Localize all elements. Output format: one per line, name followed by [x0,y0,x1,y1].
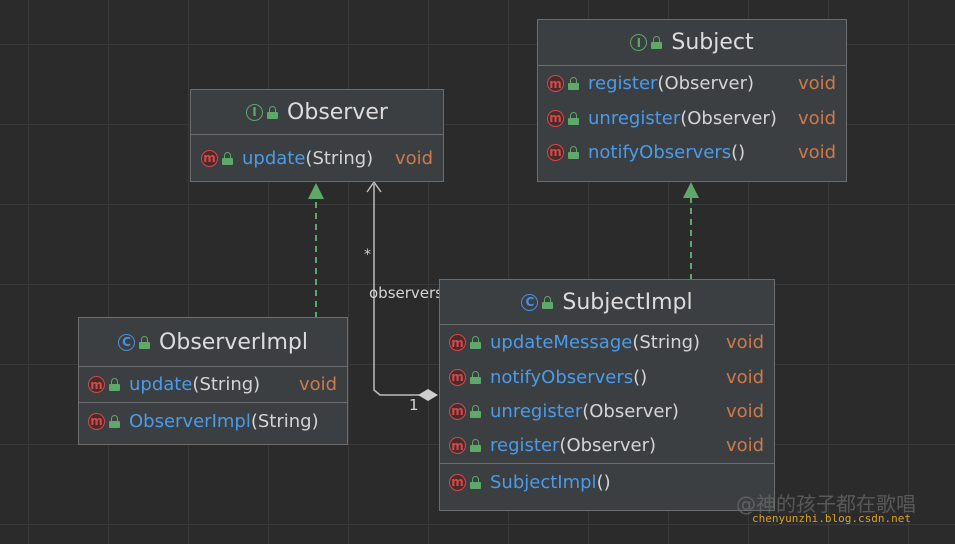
role-label: observers [369,284,443,302]
method-icon: m [449,334,466,351]
observer-method-update[interactable]: m update (String) void [191,135,443,181]
constructor-name: ObserverImpl [129,410,251,432]
method-return-type: void [726,366,765,388]
method-icon: m [547,75,564,92]
method-return-type: void [798,73,837,94]
method-return-type: void [395,147,434,169]
method-icon: m [449,368,466,386]
method-icon: m [88,412,105,430]
method-name: updateMessage [490,332,633,353]
observer-title: Observer [287,99,388,125]
method-name: unregister [490,400,583,422]
public-lock-icon [470,439,481,452]
subject-interface-box[interactable]: I Subject m register (Observer) void m u… [537,19,847,182]
public-lock-icon [651,36,663,49]
public-lock-icon [109,414,120,428]
method-icon: m [449,402,466,420]
public-lock-icon [470,475,481,489]
observer-interface-box[interactable]: I Observer m update (String) void [190,89,444,182]
subjectimpl-method-unregister[interactable]: m unregister (Observer) void [440,394,774,428]
public-lock-icon [568,145,579,159]
watermark-author: @神的孩子都在歌唱 [736,492,916,516]
method-name: update [242,147,306,169]
observerimpl-method-update[interactable]: m update (String) void [79,367,347,402]
method-icon: m [547,143,564,161]
subjectimpl-constructor[interactable]: m SubjectImpl () [440,463,774,500]
method-params: (Observer) [582,400,679,422]
realization-arrowhead-subject [683,182,699,198]
observerimpl-header: C ObserverImpl [79,318,347,367]
public-lock-icon [470,404,481,418]
method-return-type: void [299,374,338,395]
method-return-type: void [798,141,837,163]
public-lock-icon [568,111,579,125]
subjectimpl-method-notifyobservers[interactable]: m notifyObservers () void [440,360,774,394]
method-icon: m [547,109,564,127]
method-name: register [588,73,658,94]
constructor-params: (String) [250,410,319,432]
public-lock-icon [470,336,481,349]
public-lock-icon [139,335,151,349]
method-params: (Observer) [559,435,657,456]
constructor-params: () [596,471,611,493]
subject-method-notifyobservers[interactable]: m notifyObservers () void [538,135,846,169]
watermark-url: chenyunzhi.blog.csdn.net [752,512,911,525]
method-params: (String) [192,374,261,395]
method-return-type: void [726,435,765,456]
method-params: (String) [305,147,374,169]
method-name: register [490,435,560,456]
observerimpl-title: ObserverImpl [159,329,308,355]
method-name: update [129,374,193,395]
method-icon: m [449,473,466,491]
method-return-type: void [726,400,765,422]
public-lock-icon [109,378,120,391]
method-return-type: void [798,107,837,129]
observer-header: I Observer [191,90,443,135]
method-params: () [731,141,746,163]
method-params: (String) [632,332,701,353]
subject-title: Subject [671,30,754,55]
observerimpl-constructor[interactable]: m ObserverImpl (String) [79,402,347,439]
realization-arrowhead-observer [308,183,324,199]
interface-icon: I [630,34,648,51]
subjectimpl-class-box[interactable]: C SubjectImpl m updateMessage (String) v… [439,279,775,511]
composition-line [373,184,420,396]
composition-diamond [418,389,438,401]
subject-header: I Subject [538,20,846,66]
subject-method-unregister[interactable]: m unregister (Observer) void [538,101,846,135]
class-icon: C [118,333,136,351]
method-icon: m [201,149,218,167]
observerimpl-class-box[interactable]: C ObserverImpl m update (String) void m … [78,317,348,445]
multiplicity-target: * [364,247,371,263]
constructor-name: SubjectImpl [490,471,597,493]
multiplicity-source: 1 [409,396,419,414]
method-name: unregister [588,107,681,129]
public-lock-icon [267,105,279,119]
method-params: () [633,366,648,388]
subjectimpl-method-updatemessage[interactable]: m updateMessage (String) void [440,325,774,360]
method-name: notifyObservers [588,141,732,163]
method-icon: m [88,376,105,393]
class-icon: C [521,293,539,311]
subject-method-register[interactable]: m register (Observer) void [538,66,846,101]
method-return-type: void [726,332,765,353]
association-arrowhead [366,180,382,193]
method-params: (Observer) [680,107,777,129]
interface-icon: I [246,103,264,121]
subjectimpl-header: C SubjectImpl [440,280,774,325]
subjectimpl-title: SubjectImpl [562,289,693,315]
subjectimpl-method-register[interactable]: m register (Observer) void [440,428,774,463]
method-params: (Observer) [657,73,755,94]
public-lock-icon [568,77,579,90]
public-lock-icon [470,370,481,384]
public-lock-icon [222,151,233,165]
method-icon: m [449,437,466,454]
public-lock-icon [542,295,554,309]
method-name: notifyObservers [490,366,634,388]
